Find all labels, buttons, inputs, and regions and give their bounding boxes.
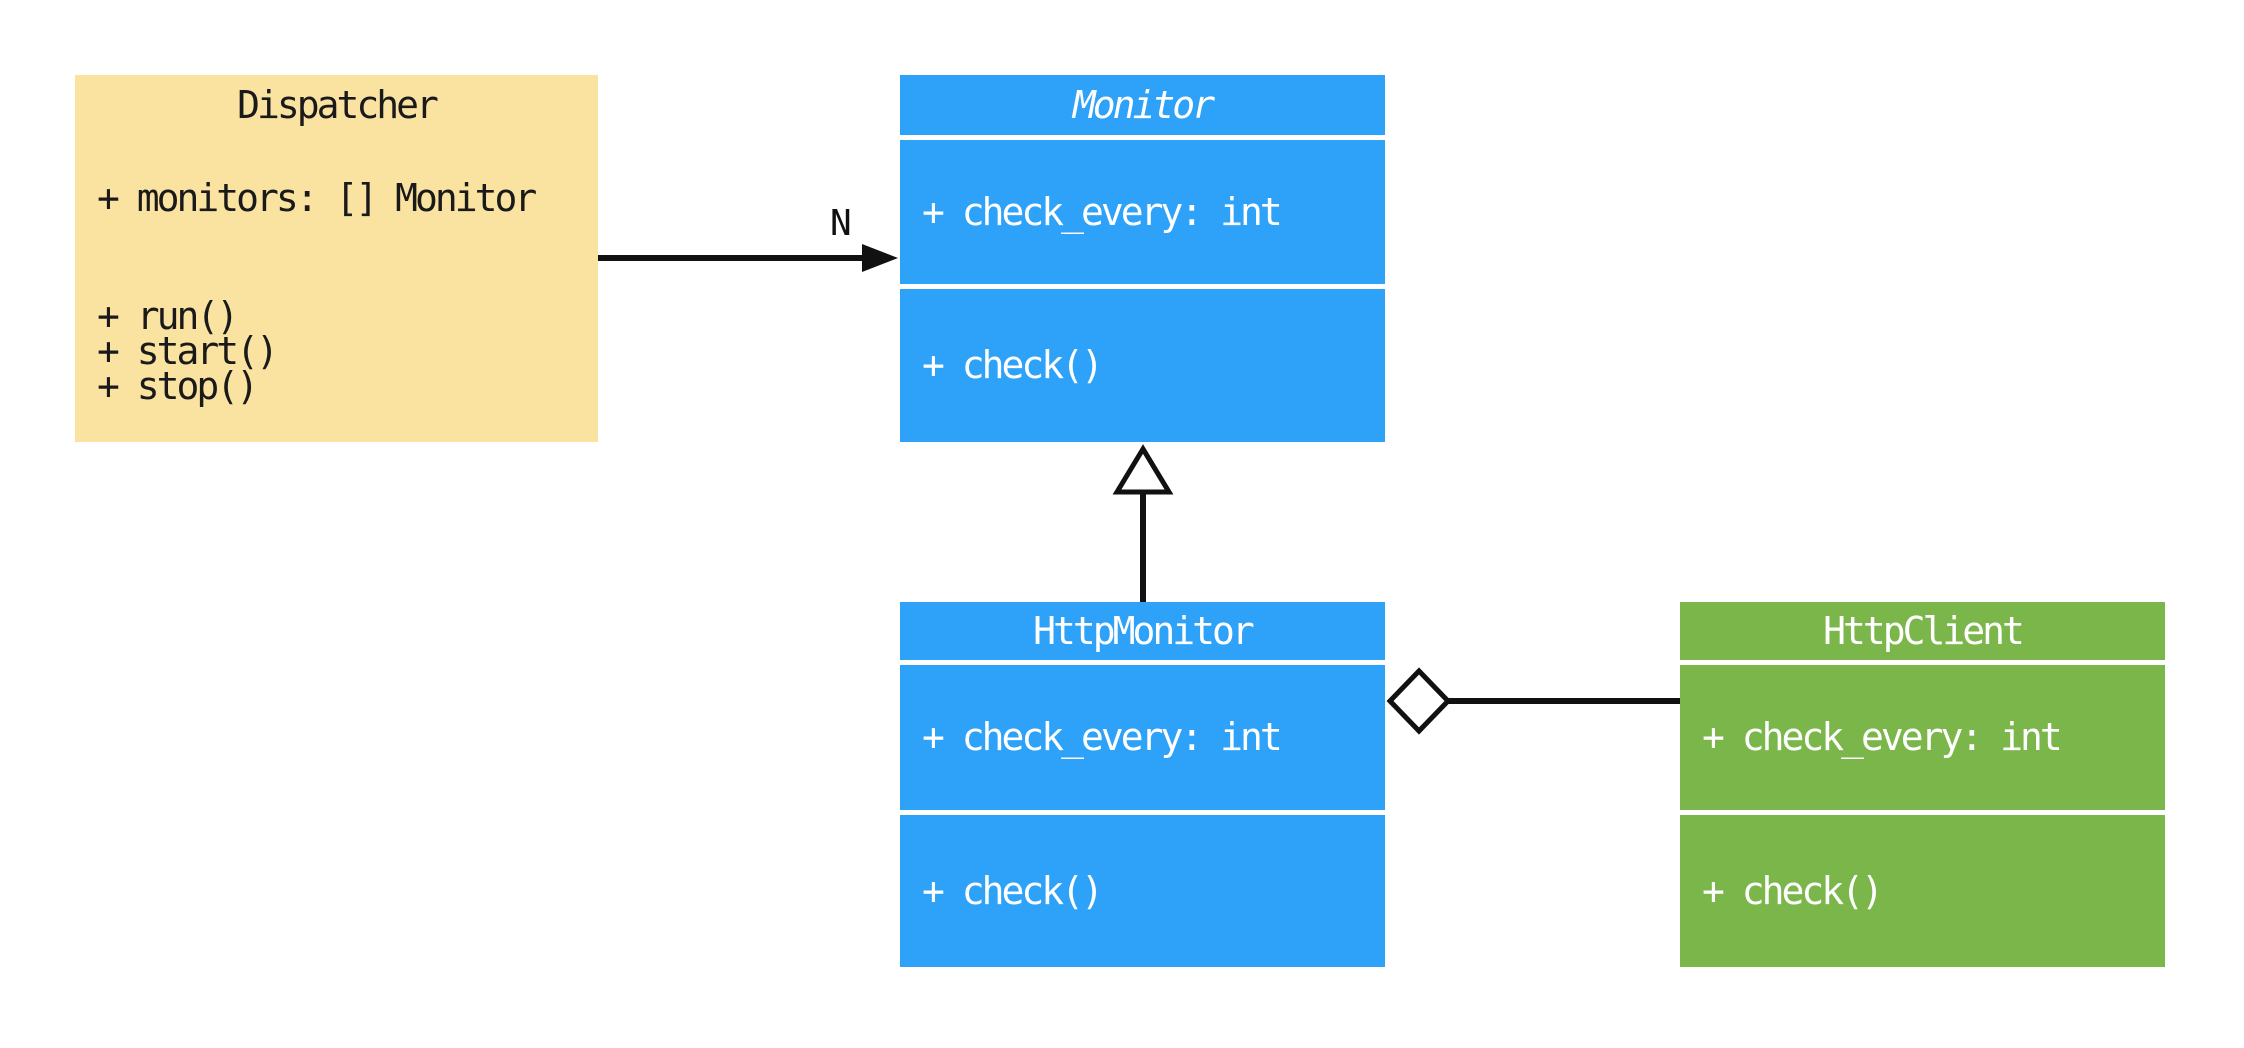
attribute-line: + monitors: [] Monitor bbox=[97, 175, 537, 220]
method-line: + stop() bbox=[97, 364, 259, 408]
class-box-httpclient: HttpClient + check_every: int + check() bbox=[1680, 602, 2165, 967]
class-attributes-section: + check_every: int bbox=[900, 140, 1385, 284]
method-line: + run() bbox=[97, 294, 239, 338]
hollow-diamond-icon bbox=[1386, 667, 1452, 735]
class-attributes-section: + monitors: [] Monitor bbox=[75, 140, 598, 256]
class-title: Dispatcher bbox=[75, 75, 598, 135]
aggregation-edge-httpmonitor-httpclient bbox=[1386, 667, 1680, 735]
method-line: + check() bbox=[1702, 868, 1884, 913]
class-title: HttpMonitor bbox=[900, 602, 1385, 660]
method-line: + check() bbox=[922, 343, 1104, 387]
multiplicity-label: N bbox=[830, 203, 852, 244]
class-attributes-section: + check_every: int bbox=[900, 665, 1385, 810]
class-methods-section: + run() + start() + stop() bbox=[75, 261, 598, 442]
attribute-line: + check_every: int bbox=[1702, 715, 2063, 759]
class-methods-section: + check() bbox=[1680, 815, 2165, 967]
class-box-httpmonitor: HttpMonitor + check_every: int + check() bbox=[900, 602, 1385, 967]
attribute-line: + check_every: int bbox=[922, 189, 1283, 234]
class-title: HttpClient bbox=[1680, 602, 2165, 660]
method-line: + check() bbox=[922, 868, 1104, 913]
class-attributes-section: + check_every: int bbox=[1680, 665, 2165, 810]
inheritance-edge-httpmonitor-monitor bbox=[1112, 444, 1174, 602]
association-arrow-dispatcher-monitor bbox=[598, 244, 898, 272]
class-title: Monitor bbox=[900, 75, 1385, 135]
class-box-dispatcher: Dispatcher + monitors: [] Monitor + run(… bbox=[75, 75, 598, 442]
hollow-triangle-icon bbox=[1112, 444, 1174, 495]
filled-arrowhead-icon bbox=[862, 244, 898, 272]
class-methods-section: + check() bbox=[900, 289, 1385, 442]
class-methods-section: + check() bbox=[900, 815, 1385, 967]
method-line: + start() bbox=[97, 329, 279, 373]
class-box-monitor: Monitor + check_every: int + check() bbox=[900, 75, 1385, 442]
attribute-line: + check_every: int bbox=[922, 715, 1283, 759]
